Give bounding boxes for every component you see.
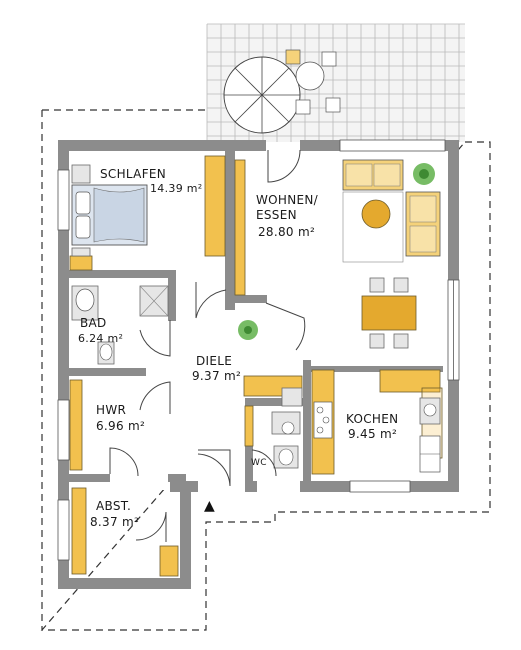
area-hwr: 6.96 m² [96,419,145,433]
label-schlafen: SCHLAFEN [100,167,166,181]
label-wohnen-line2: ESSEN [256,208,297,222]
bed [71,164,148,257]
plants [238,163,435,340]
area-wohnen: 28.80 m² [258,225,315,239]
area-schlafen: 14.39 m² [150,182,203,195]
bath-fixtures [71,285,169,365]
area-abst: 8.37 m² [90,515,139,529]
windows [57,139,460,561]
label-diele: DIELE [196,354,232,368]
terrace-umbrella [223,49,341,134]
label-abst: ABST. [96,499,131,513]
label-bad: BAD [80,316,107,330]
kitchen-fixtures [313,397,441,473]
label-hwr: HWR [96,403,126,417]
area-diele: 9.37 m² [192,369,241,383]
doors [109,149,306,542]
room-labels: SCHLAFEN 14.39 m² WOHNEN/ ESSEN 28.80 m²… [78,167,398,529]
label-wohnen-line1: WOHNEN/ [256,193,319,207]
property-outline [40,109,491,631]
area-kochen: 9.45 m² [348,427,397,441]
label-kochen: KOCHEN [346,412,398,426]
area-bad: 6.24 m² [78,332,123,345]
sofa-group [342,159,441,263]
wc-fixtures [271,387,303,469]
dining-table [361,277,417,349]
entrance-arrow-icon: ▲ [204,498,215,514]
label-wc: WC [251,458,267,468]
